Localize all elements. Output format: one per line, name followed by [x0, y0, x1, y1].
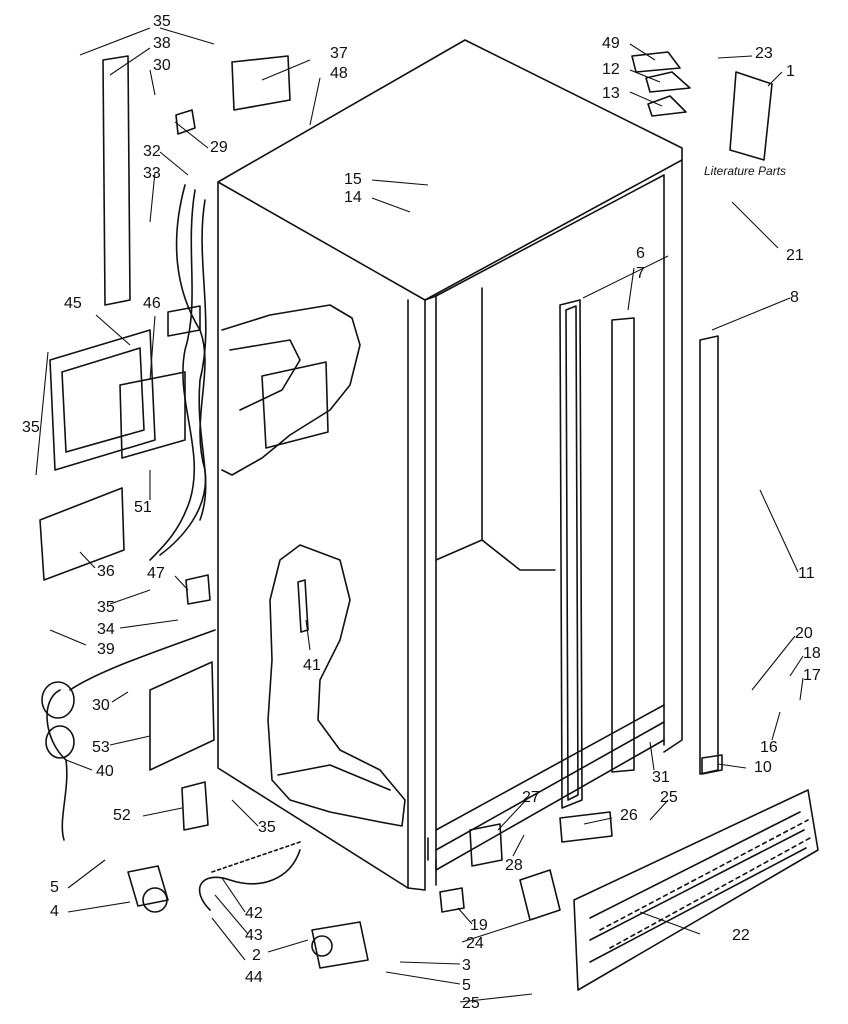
callout-label: 37 [330, 45, 348, 62]
callout-label: 36 [97, 563, 115, 580]
callout-label: 16 [760, 739, 778, 756]
callout-label: 43 [245, 927, 263, 944]
literature-parts-label: Literature Parts [704, 164, 787, 178]
callout-label: 34 [97, 621, 115, 638]
callout-label: 42 [245, 905, 263, 922]
callout-label: 44 [245, 969, 263, 986]
callout-label: 24 [466, 935, 484, 952]
callout-label: 30 [92, 697, 110, 714]
callout-label: 27 [522, 789, 540, 806]
callout-label: 6 [636, 245, 645, 262]
callout-label: 23 [755, 45, 773, 62]
callout-label: 51 [134, 499, 152, 516]
callout-label: 35 [258, 819, 276, 836]
callout-label: 25 [660, 789, 678, 806]
callout-label: 39 [97, 641, 115, 658]
callout-label: 47 [147, 565, 165, 582]
callout-label: 1 [786, 63, 795, 80]
callout-label: 35 [153, 13, 171, 30]
callout-label: 18 [803, 645, 821, 662]
callout-label: 35 [22, 419, 40, 436]
callout-label: 20 [795, 625, 813, 642]
callout-label: 46 [143, 295, 161, 312]
callout-label: 32 [143, 143, 161, 160]
callout-label: 4 [50, 903, 59, 920]
callout-label: 14 [344, 189, 362, 206]
callout-label: 19 [470, 917, 488, 934]
callout-label: 29 [210, 139, 228, 156]
callout-label: 10 [754, 759, 772, 776]
callout-label: 11 [798, 565, 815, 582]
callout-label: 22 [732, 927, 750, 944]
callout-label: 38 [153, 35, 171, 52]
callout-label: 3 [462, 957, 471, 974]
callout-label: 8 [790, 289, 799, 306]
callout-label: 49 [602, 35, 620, 52]
callout-label: 5 [50, 879, 59, 896]
callout-label: 2 [252, 947, 261, 964]
callout-label: 21 [786, 247, 804, 264]
callout-label: 28 [505, 857, 523, 874]
callout-label: 53 [92, 739, 110, 756]
callout-label: 35 [97, 599, 115, 616]
callout-label: 12 [602, 61, 620, 78]
callout-label: 7 [636, 265, 645, 282]
callout-label: 40 [96, 763, 114, 780]
callout-label: 33 [143, 165, 161, 182]
callout-label: 17 [803, 667, 821, 684]
callout-label: 48 [330, 65, 348, 82]
callout-label: 30 [153, 57, 171, 74]
callout-label: 25 [462, 995, 480, 1012]
callout-label: 5 [462, 977, 471, 994]
callout-label: 52 [113, 807, 131, 824]
callout-label: 41 [303, 657, 321, 674]
callout-label: 31 [652, 769, 670, 786]
callout-label: 45 [64, 295, 82, 312]
callout-label: 15 [344, 171, 362, 188]
callout-label: 26 [620, 807, 638, 824]
callout-label: 13 [602, 85, 620, 102]
